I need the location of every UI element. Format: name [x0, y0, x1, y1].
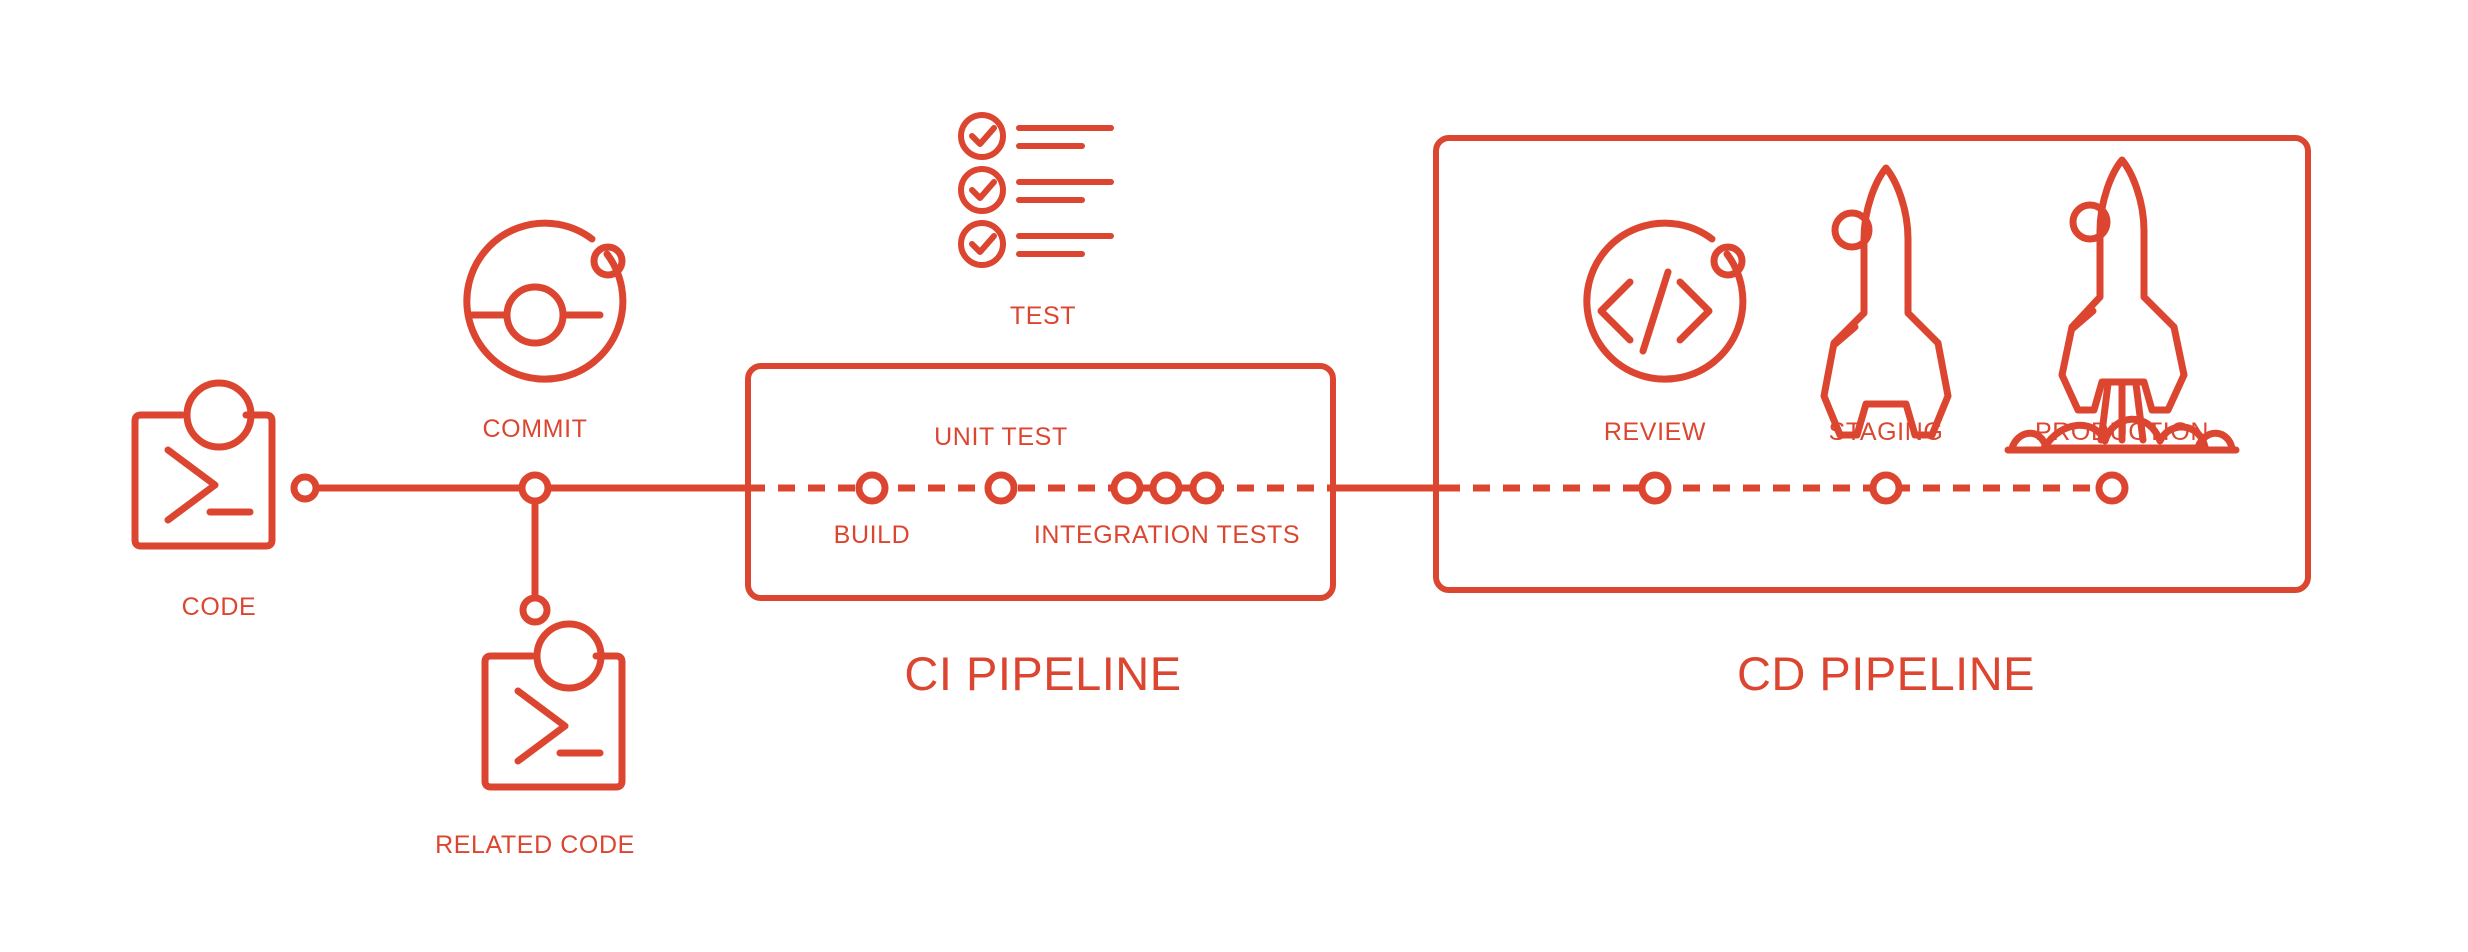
cd-pipeline-title: CD PIPELINE — [1737, 647, 2035, 700]
rocket-launch-icon[interactable] — [2004, 156, 2240, 454]
ci-pipeline-box — [745, 363, 1336, 601]
node-review[interactable] — [1638, 471, 1672, 505]
ci-pipeline-box-outline — [745, 363, 1336, 601]
review-label: REVIEW — [1604, 418, 1706, 446]
node-production[interactable] — [2095, 471, 2129, 505]
node-commit[interactable] — [518, 471, 552, 505]
node-integration-test-3[interactable] — [1189, 471, 1223, 505]
node-code[interactable] — [290, 473, 320, 503]
code-brackets-orbit-icon[interactable] — [1583, 219, 1747, 383]
code-label: CODE — [182, 593, 257, 621]
commit-orbit-icon[interactable] — [463, 219, 627, 383]
terminal-code-icon-related[interactable] — [481, 620, 626, 791]
ci-pipeline-title: CI PIPELINE — [904, 647, 1181, 700]
terminal-code-icon[interactable] — [131, 379, 276, 550]
production-label: PRODUCTION — [2035, 418, 2209, 446]
test-label: TEST — [1010, 302, 1076, 330]
node-build[interactable] — [855, 471, 889, 505]
build-label: BUILD — [834, 521, 911, 549]
integration-tests-label: INTEGRATION TESTS — [1034, 521, 1300, 549]
unit-test-label: UNIT TEST — [934, 423, 1068, 451]
node-staging[interactable] — [1869, 471, 1903, 505]
commit-label: COMMIT — [483, 415, 588, 443]
cd-pipeline-box — [1433, 135, 2311, 593]
cd-pipeline-box-outline — [1433, 135, 2311, 593]
node-related-code[interactable] — [519, 594, 551, 626]
node-unit-test[interactable] — [984, 471, 1018, 505]
node-integration-test-2[interactable] — [1149, 471, 1183, 505]
node-integration-test-1[interactable] — [1110, 471, 1144, 505]
related-code-label: RELATED CODE — [435, 831, 635, 859]
rocket-icon[interactable] — [1820, 164, 1952, 439]
staging-label: STAGING — [1829, 418, 1944, 446]
checklist-icon[interactable] — [958, 112, 1114, 268]
